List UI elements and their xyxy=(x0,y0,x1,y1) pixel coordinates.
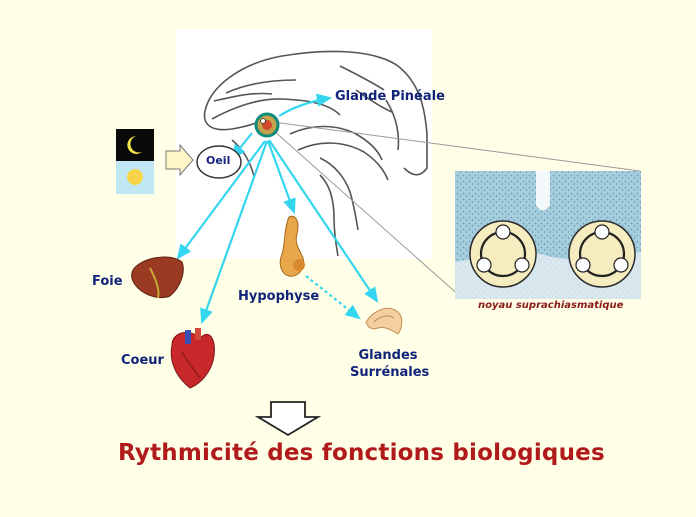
arrow-right-icon xyxy=(165,143,194,177)
adrenal-label-line1: Glandes xyxy=(358,348,418,363)
zoom-line-top xyxy=(272,121,641,172)
signal-arrows xyxy=(176,93,379,325)
arrow-to-adrenals xyxy=(268,139,379,303)
adrenal-label-line2: Surrénales xyxy=(350,365,430,380)
arrow-to-heart xyxy=(200,140,269,325)
pituitary-organ xyxy=(279,215,305,277)
brain-panel xyxy=(176,29,432,259)
heart-organ xyxy=(170,328,215,389)
night-panel xyxy=(116,129,154,161)
moon-icon xyxy=(127,136,142,154)
scn-histology-inset xyxy=(455,171,641,299)
eye-ellipse xyxy=(196,145,242,179)
brain-sagittal-drawing xyxy=(203,50,428,257)
pineal-label: Glande Pinéale xyxy=(335,89,445,104)
scn-node xyxy=(254,112,280,138)
sun-icon xyxy=(127,169,143,185)
liver-organ xyxy=(131,256,184,299)
day-panel xyxy=(116,161,154,194)
liver-label: Foie xyxy=(92,274,123,289)
arrow-to-pineal xyxy=(278,93,333,117)
zoom-line-bottom xyxy=(272,129,463,299)
arrow-to-liver xyxy=(176,140,266,260)
eye-label: Oeil xyxy=(206,154,231,167)
arrow-to-pituitary xyxy=(266,140,296,215)
arrow-pituitary-to-adrenals xyxy=(305,275,361,320)
diagram-title: Rythmicité des fonctions biologiques xyxy=(118,440,605,466)
adrenal-label: Glandes Surrénales xyxy=(350,347,430,381)
scn-clock-left xyxy=(469,220,537,288)
heart-label: Coeur xyxy=(121,353,164,368)
scn-clock-right xyxy=(568,220,636,288)
scn-caption: noyau suprachiasmatique xyxy=(478,300,624,311)
adrenal-organ xyxy=(365,307,403,335)
pituitary-label: Hypophyse xyxy=(238,289,320,304)
arrow-down-icon xyxy=(254,401,322,437)
